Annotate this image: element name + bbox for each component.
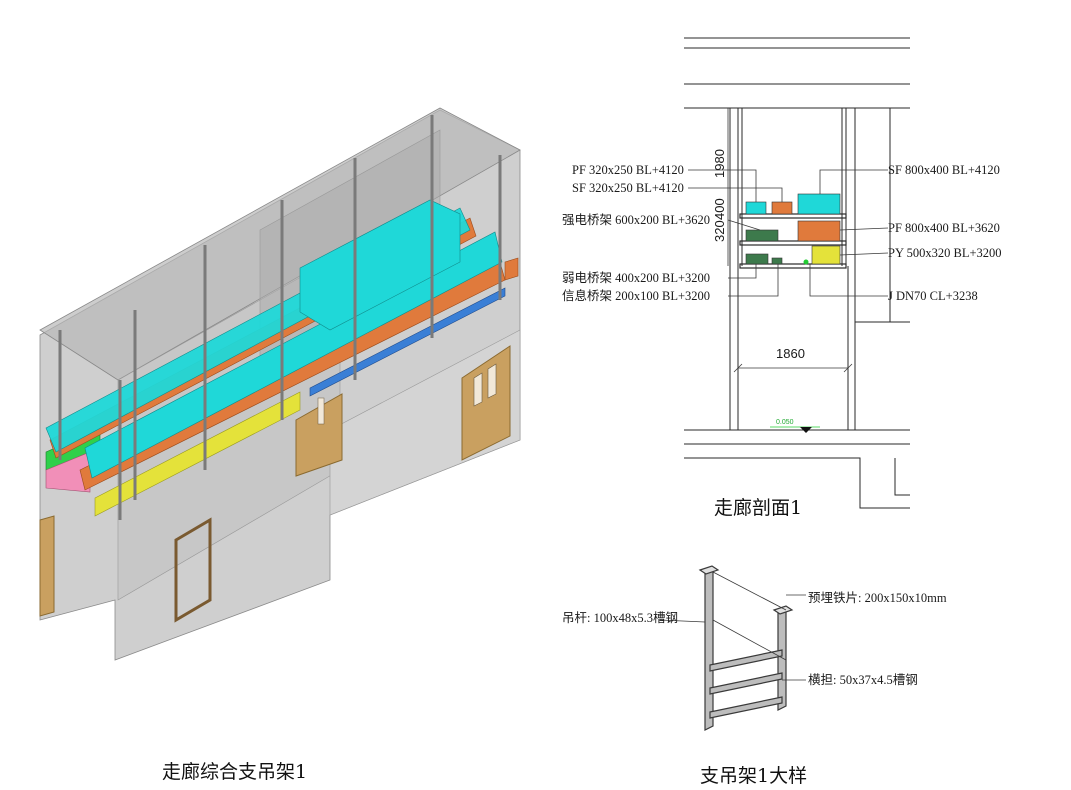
dim-width: 1860 (776, 346, 805, 361)
door-middle (295, 393, 343, 477)
label-sf-small: SF 320x250 BL+4120 (572, 181, 684, 195)
section-j-pipe (803, 259, 809, 265)
caption-detail: 支吊架1大样 (700, 765, 807, 787)
section-pf-large (797, 220, 841, 242)
model-3d-view (39, 107, 521, 661)
hanger-rods (58, 115, 502, 520)
section-sf-small (771, 201, 793, 215)
ducts (45, 199, 519, 517)
dim-height-mid: 320 (712, 220, 727, 242)
label-embedded-plate: 预埋铁片: 200x150x10mm (808, 591, 947, 605)
label-hanger-rod: 吊杆: 100x48x5.3槽钢 (562, 611, 678, 625)
section-pf-small (745, 201, 767, 215)
door-left (39, 515, 212, 623)
section-py (811, 245, 841, 265)
label-sf-large: SF 800x400 BL+4120 (888, 163, 1000, 177)
section-info-tray (771, 257, 783, 265)
dim-height-low: 400 (712, 198, 727, 220)
label-py: PY 500x320 BL+3200 (888, 246, 1002, 260)
section-weak-tray (745, 253, 769, 265)
section-sf-large (797, 193, 841, 215)
label-j-pipe: J DN70 CL+3238 (888, 289, 978, 303)
caption-section: 走廊剖面1 (714, 497, 802, 519)
door-right (461, 345, 511, 461)
label-pf-large: PF 800x400 BL+3620 (888, 221, 1000, 235)
caption-model-3d: 走廊综合支吊架1 (162, 761, 307, 783)
dim-floor-level: 0.050 (776, 419, 794, 426)
label-cross-arm: 横担: 50x37x4.5槽钢 (808, 673, 918, 687)
corridor-section-view (684, 37, 910, 509)
label-strong-tray: 强电桥架 600x200 BL+3620 (562, 213, 710, 227)
label-weak-tray: 弱电桥架 400x200 BL+3200 (562, 271, 710, 285)
label-pf-small: PF 320x250 BL+4120 (572, 163, 684, 177)
hanger-detail-view (698, 565, 794, 731)
label-info-tray: 信息桥架 200x100 BL+3200 (562, 288, 710, 303)
section-strong-tray (745, 229, 779, 242)
dim-height-top: 1980 (712, 149, 727, 178)
